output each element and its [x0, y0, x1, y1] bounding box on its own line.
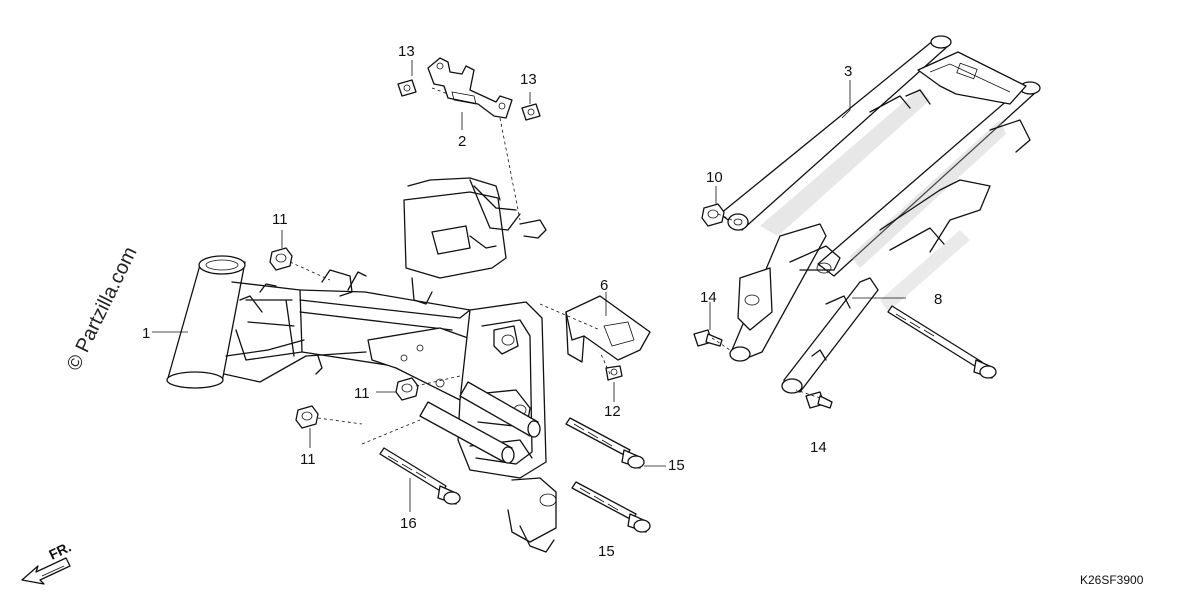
main-frame-part-1 [166, 177, 557, 553]
bolt-part-14-right [805, 391, 833, 409]
callout-16: 16 [400, 515, 417, 532]
bolt-part-15-lower [571, 481, 651, 533]
bracket-part-6 [565, 295, 651, 363]
bracket-part-2 [427, 57, 513, 119]
nut-part-11-lower [295, 405, 319, 429]
callout-3: 3 [844, 63, 852, 80]
callout-6: 6 [600, 277, 608, 294]
bolt-part-13-left [397, 79, 417, 97]
front-direction-arrow-icon [21, 557, 71, 585]
callout-1: 1 [142, 325, 150, 342]
callout-14-left: 14 [700, 289, 717, 306]
callout-12: 12 [604, 403, 621, 420]
callout-11-upper: 11 [272, 211, 288, 228]
bolt-part-12 [605, 365, 623, 381]
callout-13-left: 13 [398, 43, 415, 60]
diagram-code: K26SF3900 [1080, 573, 1144, 587]
bolt-part-13-right [521, 103, 541, 121]
rear-frame-part-3 [719, 35, 1041, 394]
watermark-text: © Partzilla.com [63, 243, 142, 374]
callout-10: 10 [706, 169, 723, 186]
spacer-collars [419, 381, 541, 464]
callout-14-right: 14 [810, 439, 827, 456]
nut-part-11-upper [269, 247, 293, 271]
callout-15-lower: 15 [598, 543, 615, 560]
bolt-part-16 [379, 447, 461, 505]
leader-lines [152, 60, 906, 512]
front-direction-label: FR. [46, 538, 73, 562]
bolt-part-8 [887, 305, 997, 379]
bolt-part-15-upper [565, 417, 645, 469]
nut-part-11-middle [395, 377, 419, 401]
callout-11-middle: 11 [354, 385, 370, 402]
bolt-part-14-left [693, 329, 723, 347]
callout-8: 8 [934, 291, 942, 308]
callout-11-lower: 11 [300, 451, 316, 468]
callout-15-upper: 15 [668, 457, 685, 474]
callout-2: 2 [458, 133, 466, 150]
callout-13-right: 13 [520, 71, 537, 88]
